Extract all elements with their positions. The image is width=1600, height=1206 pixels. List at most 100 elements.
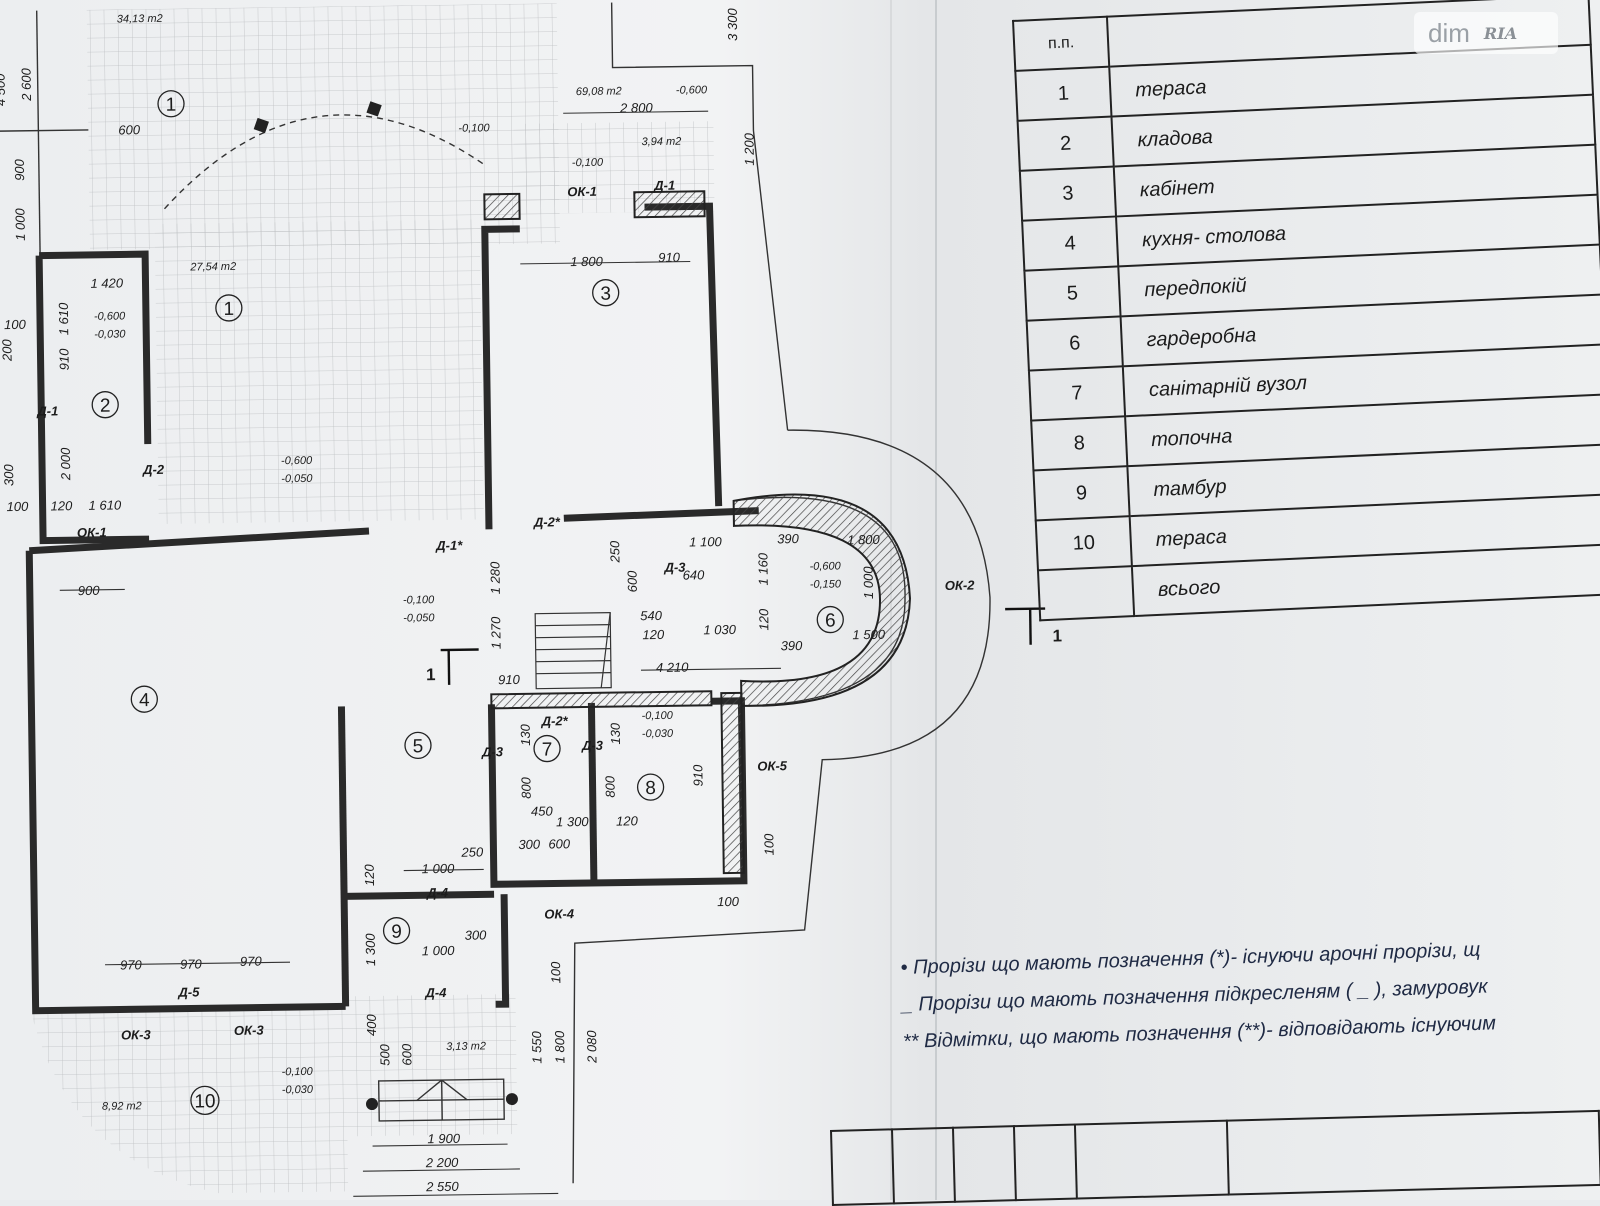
room-number: 10: [194, 1091, 215, 1112]
legend-num: 8: [1031, 416, 1127, 470]
wall-corridor: [564, 511, 759, 519]
dim-label: 1 160: [755, 552, 770, 586]
opening-label: ОК-3: [234, 1023, 265, 1038]
legend-num: 7: [1029, 366, 1125, 420]
dim-label: 1 800: [552, 1030, 567, 1064]
dim-label: 130: [518, 723, 533, 746]
opening-label: Д-3: [581, 738, 604, 753]
title-block-cell: [1075, 1121, 1228, 1199]
dim-label: 130: [608, 722, 623, 745]
dim-label: 1 000: [422, 861, 456, 876]
dim-label: 120: [51, 498, 74, 513]
dim-label: 2 550: [425, 1179, 460, 1194]
section-marker: [440, 609, 1046, 685]
title-block-cell: [831, 1129, 894, 1205]
wall-bath-division: [591, 703, 594, 883]
room-number: 3: [600, 284, 611, 305]
dim-label: 1 900: [427, 1131, 461, 1146]
dim-label: 1 550: [529, 1030, 544, 1064]
dim-label: 4 210: [656, 660, 690, 675]
elevation-mark: -0,030: [282, 1084, 314, 1096]
dim-label: 600: [625, 570, 640, 593]
dim-label: 1 800: [570, 254, 604, 269]
elevation-mark: -0,030: [94, 328, 126, 340]
drawing-notes: • Прорізи що мають позначення (*)- існую…: [900, 927, 1600, 1061]
legend-num: 10: [1036, 516, 1132, 570]
dim-label: 910: [498, 672, 521, 687]
dim-label: 250: [460, 844, 484, 859]
dim-label: 910: [658, 250, 681, 265]
opening-label: Д-2: [142, 462, 165, 477]
dim-label: 1 000: [422, 943, 456, 958]
terrace-bottom-grid: [31, 1006, 349, 1195]
dim-label: 500: [377, 1043, 392, 1066]
room-number: 5: [413, 736, 424, 757]
dim-label: 300: [465, 927, 488, 942]
room-number: 6: [825, 611, 836, 632]
grid-axis-line: [0, 130, 88, 131]
dim-label: 900: [12, 158, 27, 181]
legend-num: 2: [1018, 117, 1114, 171]
dim-label: 300: [1, 463, 16, 486]
room-number: 1: [223, 299, 234, 320]
dim-label: 120: [756, 608, 771, 631]
legend-num: 4: [1022, 216, 1118, 270]
dim-label: 1 610: [89, 497, 123, 512]
dim-label: 600: [118, 122, 141, 137]
opening-label: Д-1: [36, 403, 58, 418]
room-number: 7: [542, 739, 553, 760]
dim-label: 120: [616, 813, 639, 828]
elevation-mark: -0,100: [458, 122, 490, 134]
note-bullet: •: [900, 957, 908, 979]
area-label: 34,13 m2: [117, 13, 163, 26]
dim-label: 1 000: [861, 566, 876, 600]
wall-hatched: [491, 691, 711, 708]
area-label: 27,54 m2: [189, 261, 236, 274]
room-number: 4: [139, 690, 150, 711]
dim-label: 100: [761, 833, 776, 856]
dim-label: 1 300: [363, 933, 378, 967]
dim-label: 1 420: [90, 275, 124, 290]
opening-label: ОК-4: [544, 906, 575, 921]
opening-label: ОК-3: [121, 1027, 152, 1042]
elevation-mark: -0,050: [281, 473, 313, 485]
opening-label: Д-2*: [541, 713, 569, 728]
elevation-mark: -0,030: [642, 728, 674, 740]
opening-label: Д-5: [177, 984, 200, 999]
dim-label: 910: [690, 764, 705, 787]
wall-hatched: [721, 693, 744, 873]
wardrobe-arc-wall: [734, 493, 912, 706]
dim-label: 910: [56, 348, 71, 371]
dim-label: 120: [642, 627, 665, 642]
dim-label: 100: [7, 499, 30, 514]
elevation-mark: -0,050: [403, 612, 435, 624]
area-label: 3,94 m2: [642, 136, 682, 149]
legend-num: 9: [1033, 466, 1129, 520]
room-number: 2: [100, 396, 111, 417]
watermark-brand: dim: [1428, 18, 1470, 49]
dim-label: 100: [717, 894, 740, 909]
dim-label: 450: [531, 803, 554, 818]
dim-label: 400: [364, 1013, 379, 1036]
legend-num: [1038, 566, 1134, 620]
dim-label: 800: [602, 775, 617, 798]
opening-label: ОК-2: [945, 578, 976, 593]
elevation-mark: -0,100: [572, 157, 604, 169]
dim-label: 300: [518, 837, 541, 852]
elevation-mark: -0,100: [281, 1066, 313, 1078]
dim-label: 2 800: [619, 100, 654, 115]
section-label: 1: [426, 665, 436, 684]
section-label: 1: [1052, 626, 1062, 645]
dim-label: 600: [548, 836, 571, 851]
wall-outer-west: [29, 546, 345, 1010]
title-block-cell: [1014, 1125, 1077, 1201]
dim-label: 1 270: [488, 616, 503, 650]
dim-label: 640: [683, 567, 706, 582]
dim-label: 200: [0, 338, 15, 362]
opening-label: Д-2*: [533, 514, 561, 529]
opening-label: Д-1: [653, 178, 675, 193]
elevation-mark: -0,100: [403, 594, 435, 606]
legend-num: 3: [1020, 167, 1116, 221]
dim-label: 1 100: [689, 534, 723, 549]
dim-label: 100: [4, 317, 27, 332]
